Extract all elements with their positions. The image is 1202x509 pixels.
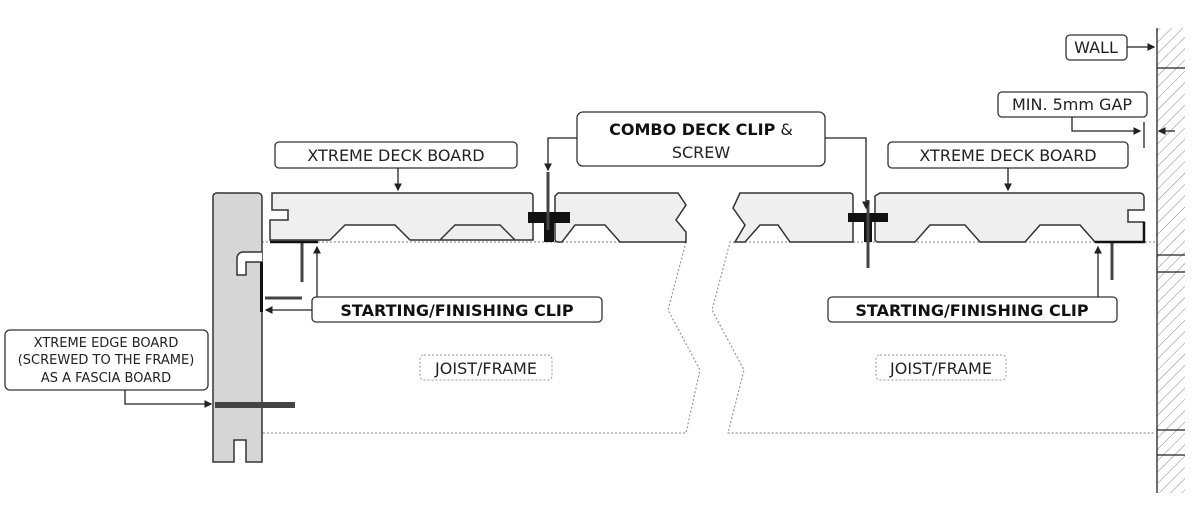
joist-right: [711, 241, 1155, 434]
joist-right-text: JOIST/FRAME: [889, 359, 992, 378]
screw-icon: [215, 242, 1114, 408]
edge-board-text-3: AS A FASCIA BOARD: [41, 371, 171, 386]
deck-board-left-2: [554, 192, 687, 243]
edge-board-text-1: XTREME EDGE BOARD: [34, 336, 179, 351]
combo-clip-text: COMBO DECK CLIP &: [609, 120, 793, 139]
joist-left-text: JOIST/FRAME: [434, 359, 537, 378]
deck-board-left: [269, 192, 534, 241]
deck-board-right-1: [732, 192, 854, 243]
deck-board-left-text: XTREME DECK BOARD: [307, 146, 484, 165]
label-starting-clip-right: [827, 296, 1118, 323]
joist-left: [262, 241, 701, 434]
combo-clip-text-2: SCREW: [672, 143, 731, 162]
starting-clip-right-text: STARTING/FINISHING CLIP: [855, 301, 1088, 320]
deck-board-right-2: [874, 192, 1145, 243]
wall-text: WALL: [1074, 38, 1118, 57]
label-joist-right: [875, 354, 1007, 381]
deck-board-right-text: XTREME DECK BOARD: [919, 146, 1096, 165]
wall: [1156, 28, 1185, 493]
gap-text: MIN. 5mm GAP: [1012, 95, 1132, 114]
combo-clip-left: [528, 172, 570, 242]
label-edge-board: [4, 329, 209, 391]
combo-clip-right: [848, 200, 888, 268]
label-combo-clip: [576, 111, 826, 167]
fascia-edge-board: [212, 192, 263, 463]
label-deck-board-left: [274, 141, 518, 169]
starting-clip-left-text: STARTING/FINISHING CLIP: [340, 301, 573, 320]
label-joist-left: [419, 354, 553, 381]
edge-board-text-2: (SCREWED TO THE FRAME): [18, 353, 195, 368]
